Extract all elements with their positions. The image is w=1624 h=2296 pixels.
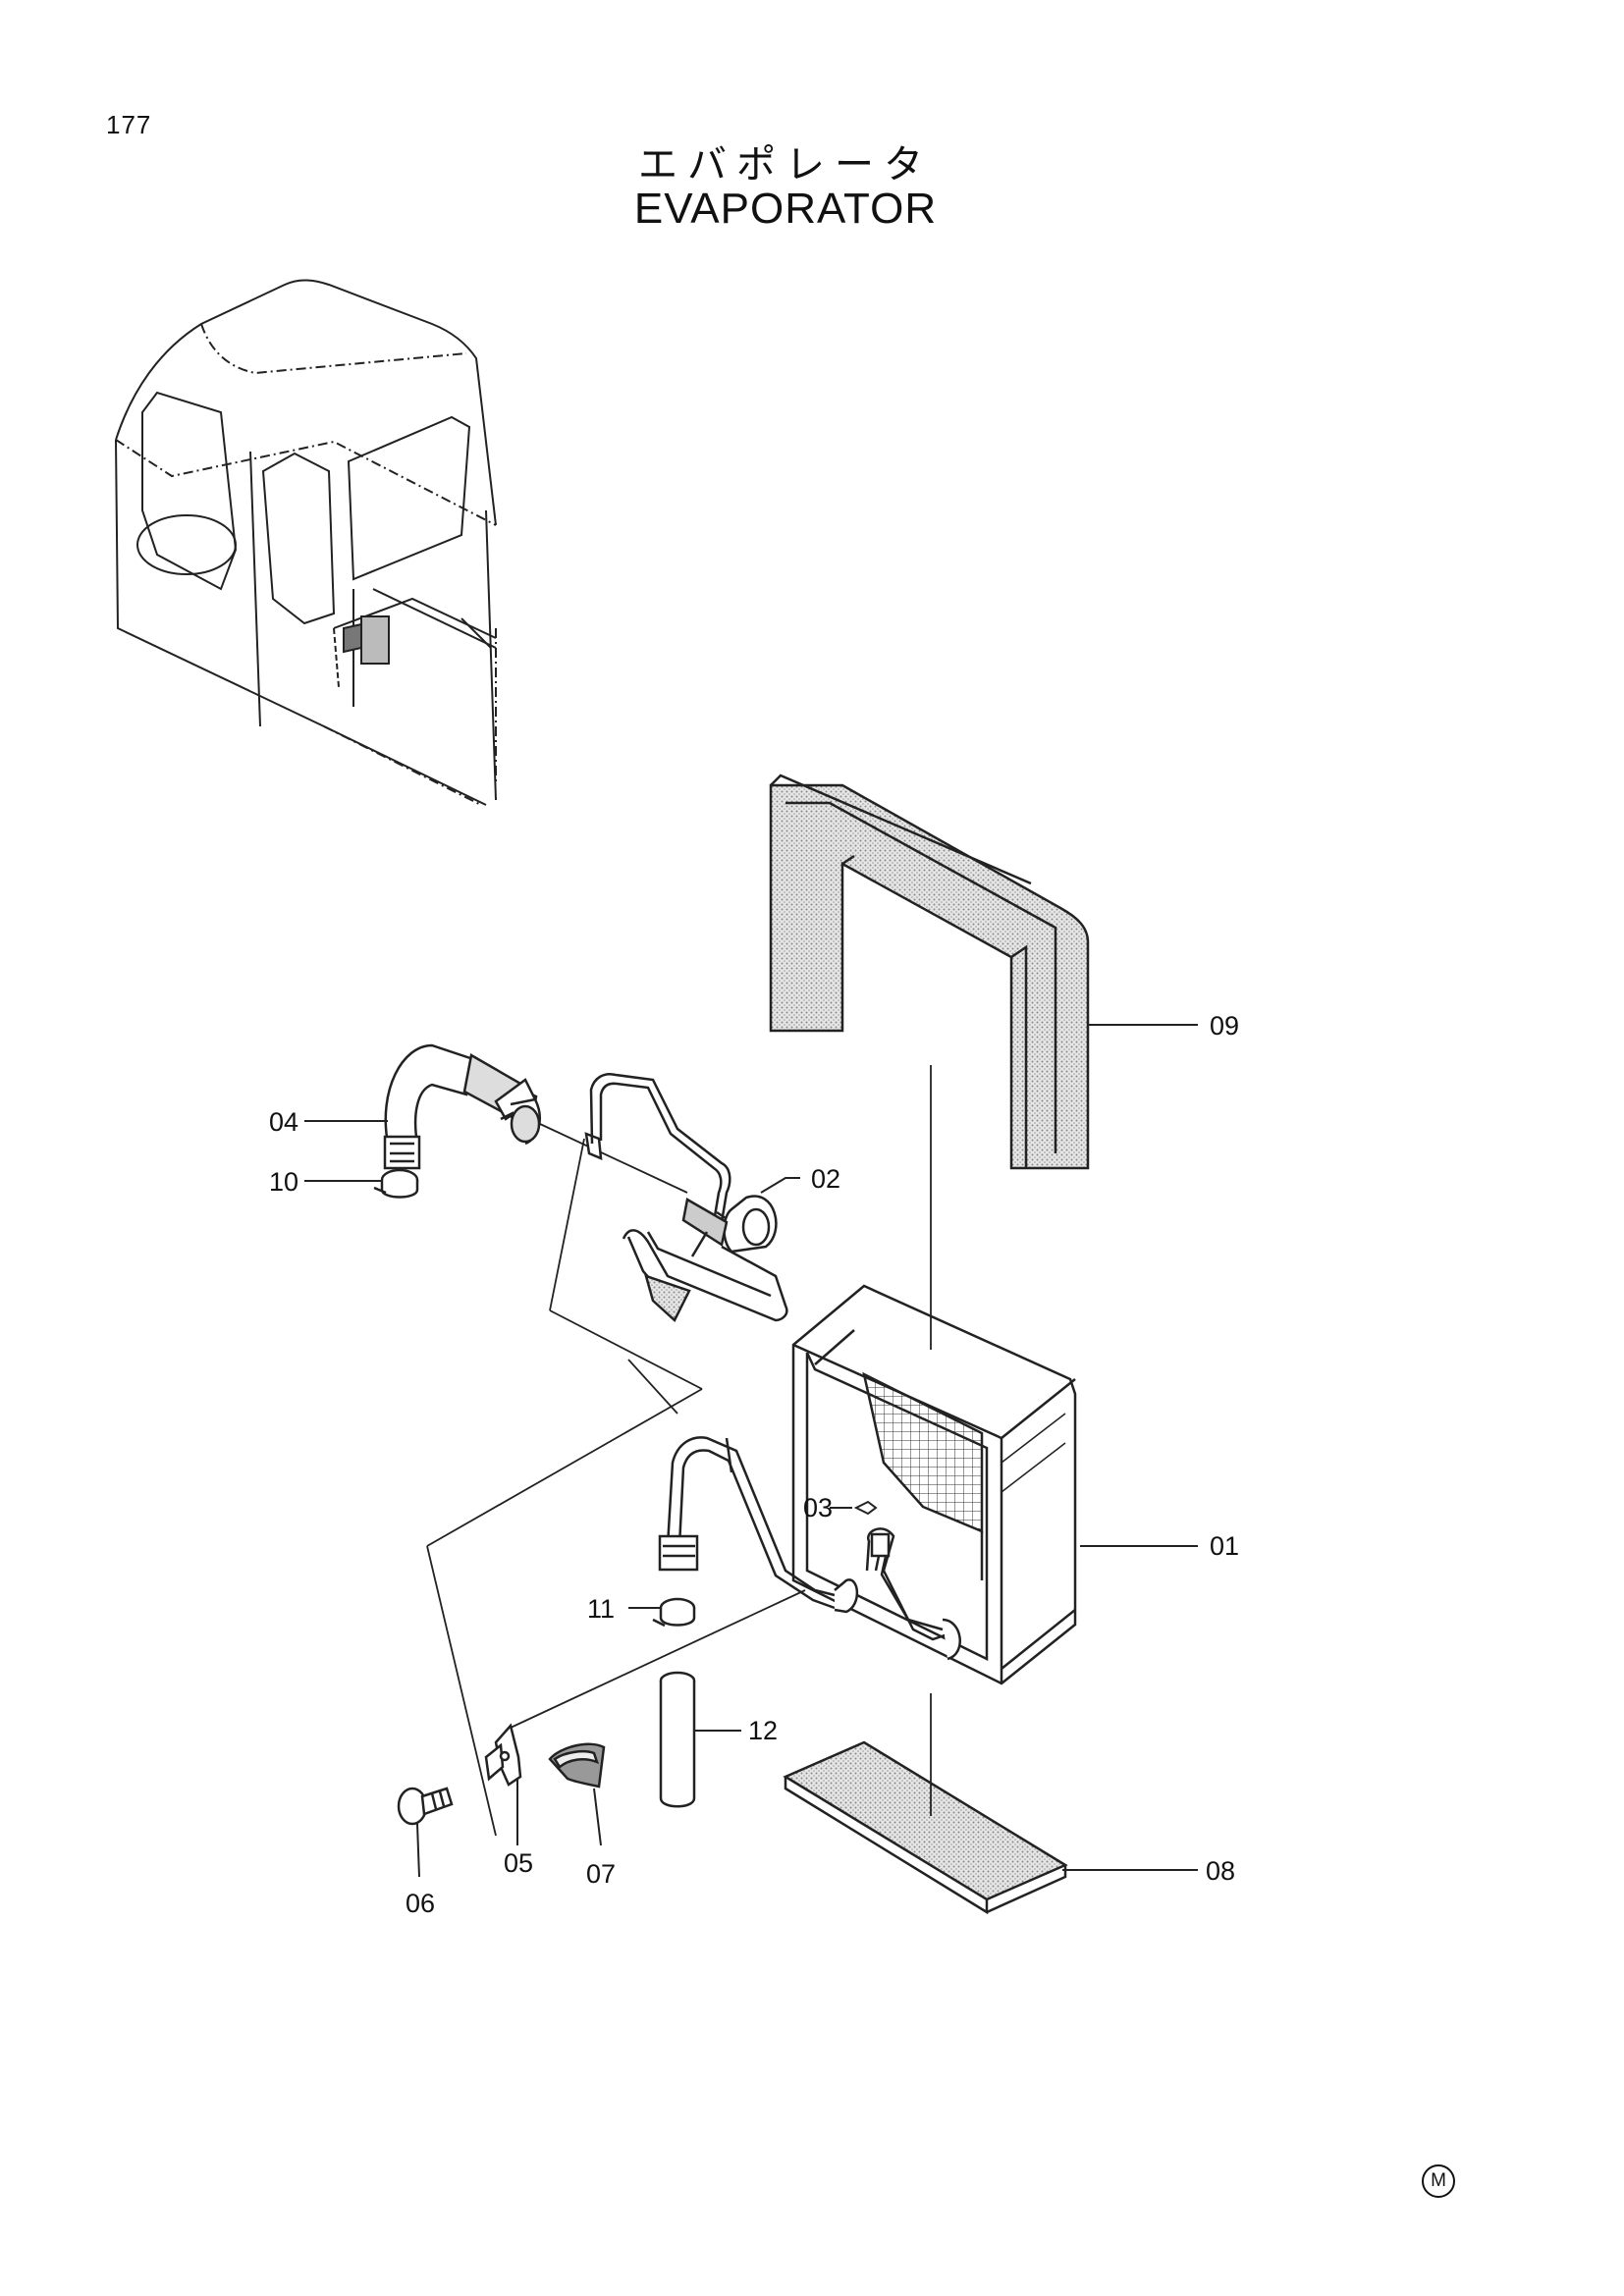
guide-lines [426, 1065, 932, 1837]
label-02: 02 [811, 1164, 840, 1194]
label-01: 01 [1210, 1531, 1239, 1561]
cab-locator-view [115, 279, 497, 806]
part-number-labels: 09 01 08 02 03 04 10 11 12 05 07 06 [269, 1011, 1239, 1918]
label-03: 03 [803, 1493, 833, 1522]
part-02-expansion-valve [589, 1073, 788, 1323]
label-08: 08 [1206, 1856, 1235, 1886]
label-10: 10 [269, 1167, 298, 1197]
label-04: 04 [269, 1107, 298, 1137]
part-06-bolt [397, 1787, 454, 1826]
label-12: 12 [748, 1716, 778, 1745]
label-05: 05 [504, 1848, 533, 1878]
part-11-clamp [652, 1597, 696, 1628]
label-11: 11 [587, 1594, 615, 1624]
part-12-tube [659, 1671, 696, 1808]
registered-mark: M [1422, 2164, 1455, 2198]
label-09: 09 [1210, 1011, 1239, 1041]
page-title: EVAPORATOR [633, 185, 938, 233]
label-07: 07 [586, 1859, 616, 1889]
part-hose-line [494, 1078, 603, 1160]
label-06: 06 [406, 1889, 435, 1918]
part-03-plug [840, 1500, 878, 1516]
part-01-evaporator [791, 1284, 1077, 1685]
part-05-clip [484, 1723, 522, 1787]
page-title-japanese: エバポレータ [638, 142, 933, 187]
part-08-seal [783, 1740, 1068, 1915]
part-07-grommet [548, 1742, 606, 1789]
part-callouts [304, 1024, 1198, 1878]
leader-06 [416, 1823, 420, 1878]
leader-07 [593, 1788, 602, 1846]
leader-02 [760, 1177, 800, 1194]
part-10-clamp [373, 1168, 419, 1199]
part-09-seal [769, 774, 1090, 1170]
page-number: 177 [106, 110, 152, 139]
part-suction-pipe [658, 1436, 961, 1661]
